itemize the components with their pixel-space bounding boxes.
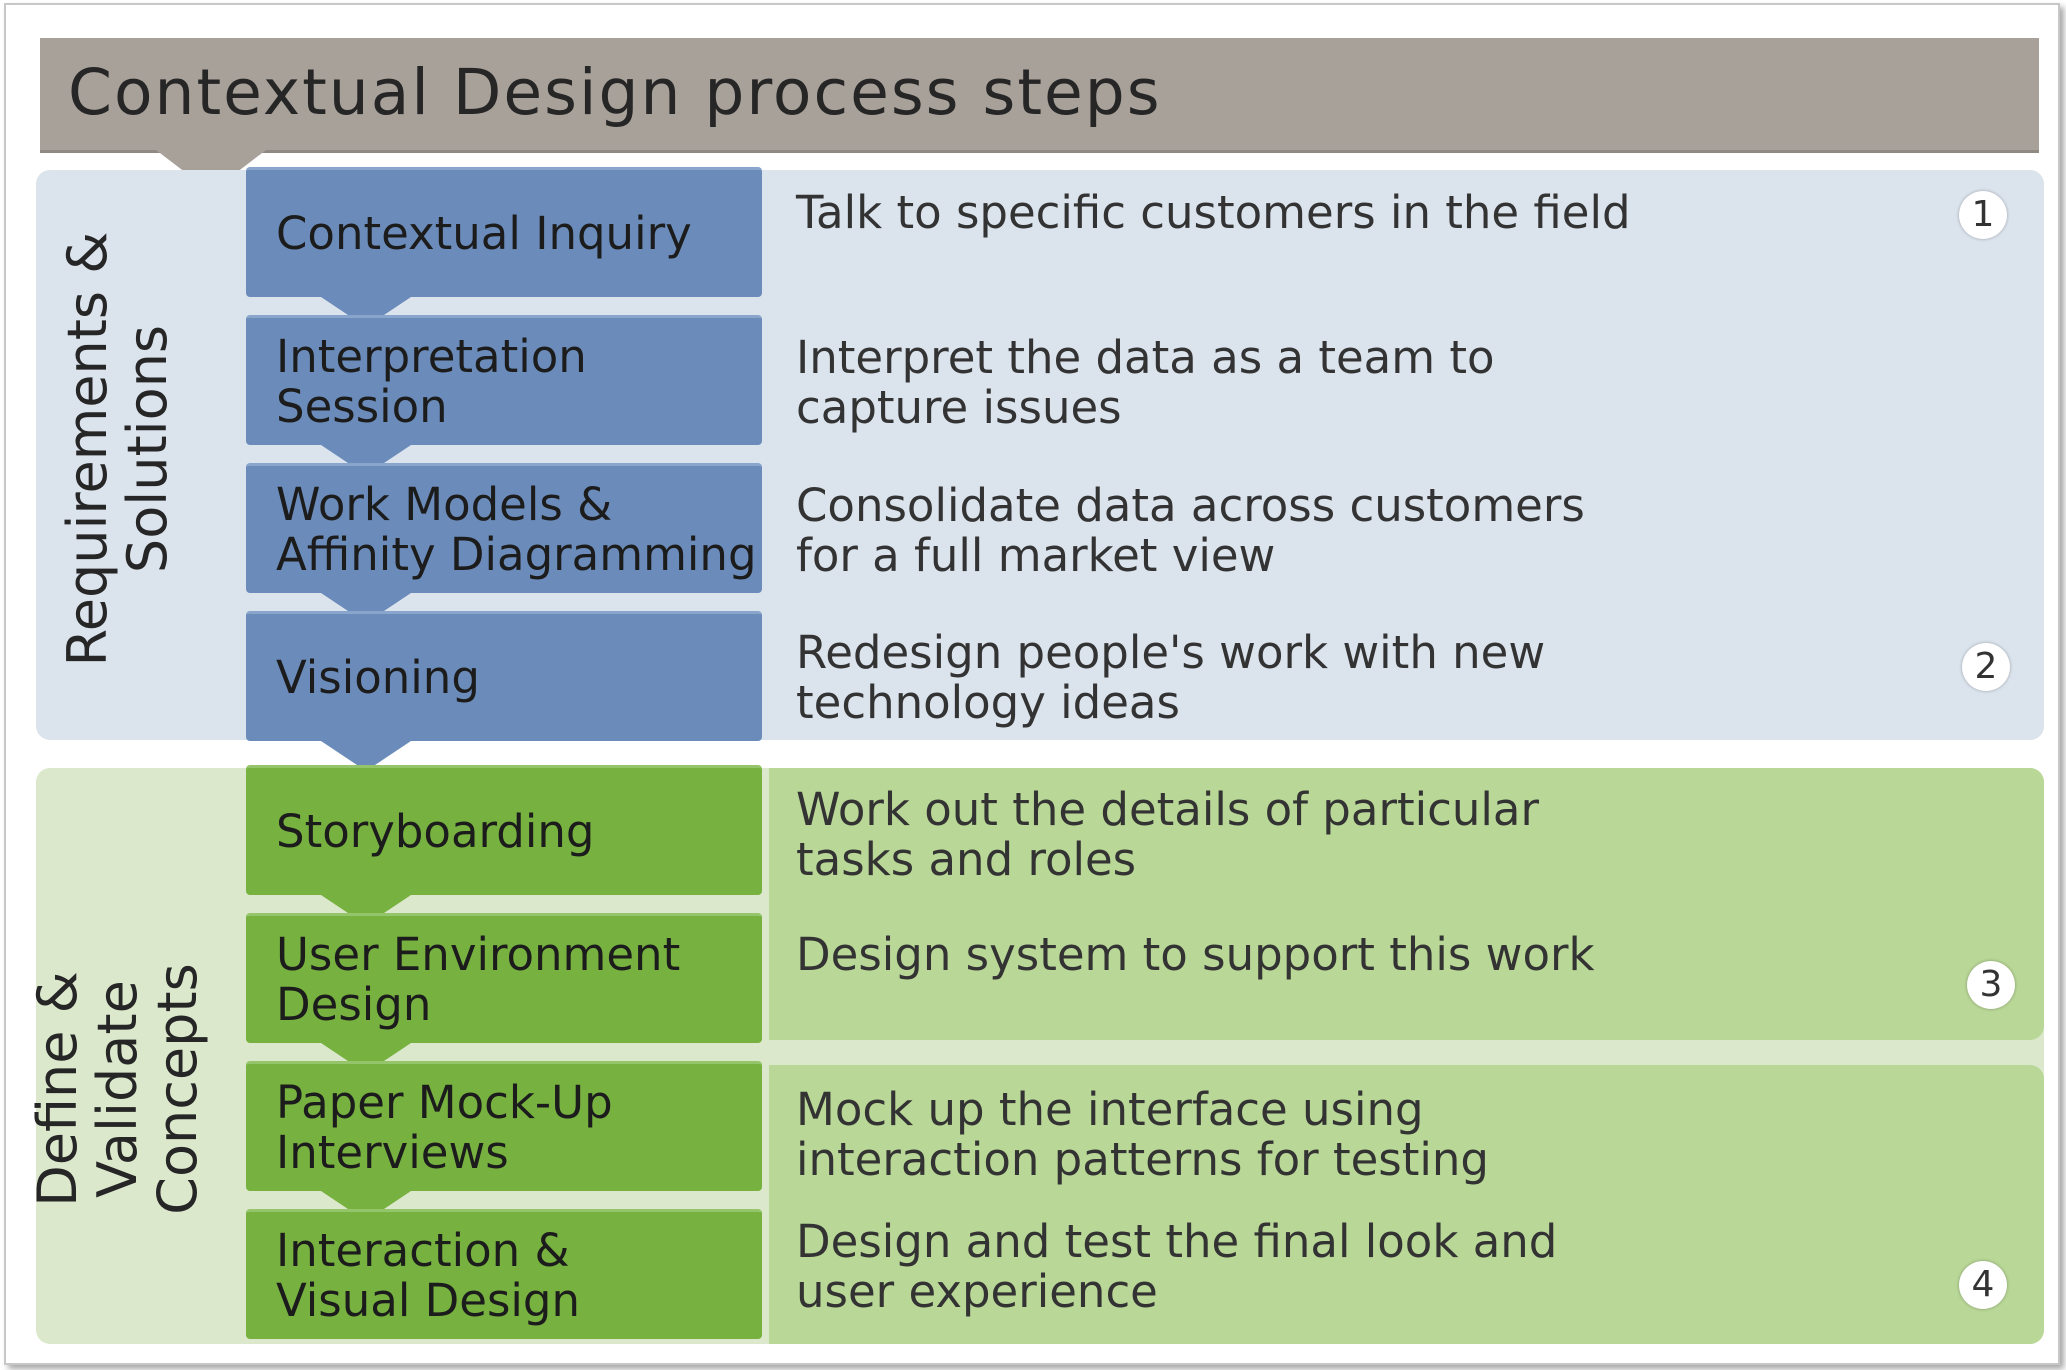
step-paper-mock-up: Paper Mock-Up Interviews bbox=[246, 1061, 762, 1191]
phase-number-badge: 1 bbox=[1959, 191, 2007, 239]
description-panel-1 bbox=[769, 170, 2044, 590]
group-label-define: Define & Validate Concepts bbox=[26, 963, 209, 1215]
step-description: Mock up the interface using interaction … bbox=[796, 1083, 1489, 1186]
description-panel-3 bbox=[769, 768, 2044, 1040]
step-description: Redesign people's work with new technolo… bbox=[796, 626, 1546, 729]
step-label: Storyboarding bbox=[276, 804, 595, 858]
step-work-models: Work Models & Affinity Diagramming bbox=[246, 463, 762, 593]
description-panel-4 bbox=[769, 1065, 2044, 1344]
step-description: Interpret the data as a team to capture … bbox=[796, 331, 1495, 434]
step-description: Design and test the final look and user … bbox=[796, 1215, 1558, 1318]
diagram-frame: Contextual Design process steps Requirem… bbox=[4, 3, 2060, 1365]
header-bar: Contextual Design process steps bbox=[40, 38, 2039, 153]
phase-number-badge: 3 bbox=[1967, 961, 2015, 1009]
step-description: Talk to specific customers in the field bbox=[796, 186, 1631, 239]
step-label: Interpretation Session bbox=[276, 329, 587, 433]
step-label: Work Models & Affinity Diagramming bbox=[276, 477, 757, 581]
step-visioning: Visioning bbox=[246, 611, 762, 741]
step-user-environment-design: User Environment Design bbox=[246, 913, 762, 1043]
step-label: User Environment Design bbox=[276, 927, 681, 1031]
step-description: Design system to support this work bbox=[796, 928, 1595, 981]
step-label: Visioning bbox=[276, 650, 480, 704]
step-label: Interaction & Visual Design bbox=[276, 1223, 581, 1327]
step-label: Contextual Inquiry bbox=[276, 206, 692, 260]
step-contextual-inquiry: Contextual Inquiry bbox=[246, 167, 762, 297]
phase-number-badge: 4 bbox=[1959, 1261, 2007, 1309]
step-storyboarding: Storyboarding bbox=[246, 765, 762, 895]
step-description: Consolidate data across customers for a … bbox=[796, 479, 1585, 582]
phase-number-badge: 2 bbox=[1962, 643, 2010, 691]
step-label: Paper Mock-Up Interviews bbox=[276, 1075, 613, 1179]
step-description: Work out the details of particular tasks… bbox=[796, 783, 1539, 886]
description-panel-2 bbox=[769, 617, 2044, 740]
diagram-title: Contextual Design process steps bbox=[68, 56, 1162, 129]
group-label-requirements: Requirements & Solutions bbox=[56, 231, 179, 667]
step-interpretation-session: Interpretation Session bbox=[246, 315, 762, 445]
step-interaction-visual-design: Interaction & Visual Design bbox=[246, 1209, 762, 1339]
